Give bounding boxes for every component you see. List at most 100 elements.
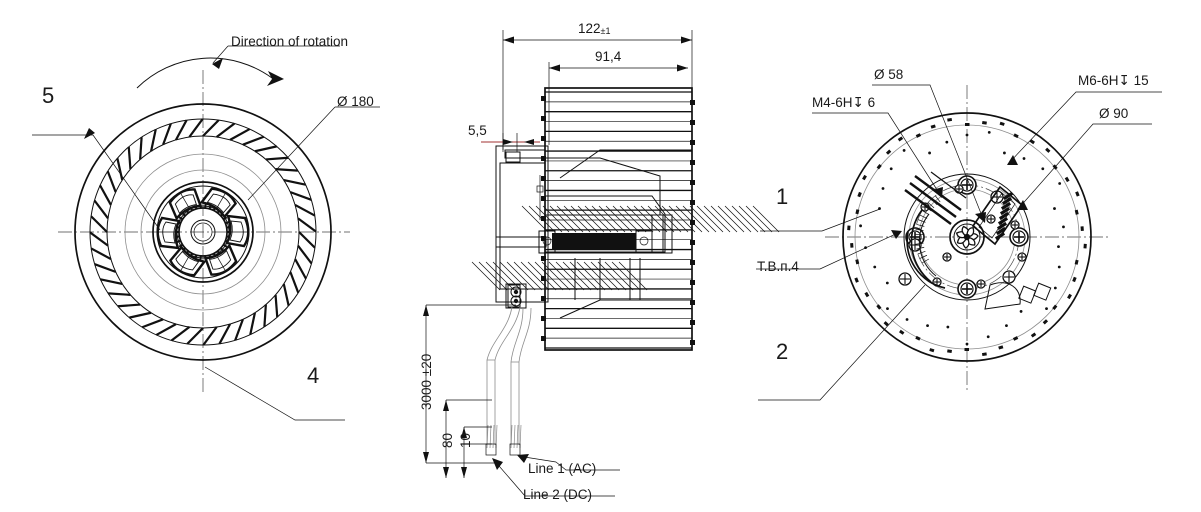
hatch-line: [661, 205, 689, 233]
magnet-band: [552, 233, 636, 249]
impeller-shroud-circle-inner: [140, 169, 266, 295]
dim-55-arrow-left: [503, 139, 513, 145]
impeller-blade: [249, 312, 256, 335]
fin-tab-left: [541, 256, 546, 261]
blade-dot: [945, 140, 949, 144]
connector-pin-group: [994, 191, 1014, 241]
impeller-blade: [155, 323, 177, 336]
label-bolt-circle-90: Ø 90: [1099, 106, 1129, 121]
view-left-impeller: [32, 45, 380, 421]
hatch-line: [611, 261, 641, 291]
impeller-blade: [150, 129, 157, 152]
label-outer-diameter-180: Ø 180: [337, 94, 374, 109]
blade-speckle: [929, 348, 935, 353]
impeller-blade: [282, 283, 290, 306]
hatch-line: [731, 205, 759, 233]
leader-d180-line: [247, 106, 336, 201]
hub-rib: [215, 191, 227, 210]
blade-speckle: [885, 149, 892, 155]
impeller-blade: [141, 318, 164, 329]
dim-122-arrow-left: [503, 36, 514, 44]
blade-dot: [1022, 157, 1026, 160]
leader-balloon-5-arrowhead: [84, 128, 95, 139]
impeller-blade: [297, 244, 313, 265]
impeller-blade: [274, 294, 279, 318]
hatch-line: [528, 205, 556, 233]
connector-pin: [994, 231, 1006, 241]
coil-tick: [927, 202, 935, 209]
blade-speckle: [1045, 147, 1051, 153]
end-cap: [651, 214, 673, 254]
dim-3000-arrow-top: [423, 305, 429, 316]
impeller-blade: [289, 271, 300, 294]
blade-speckle: [864, 291, 870, 298]
component-block-2: [1033, 282, 1052, 301]
stator-tooth: [178, 243, 184, 248]
dim-10-arrow-bottom: [461, 467, 467, 478]
hatch-line: [612, 205, 640, 233]
hatch-line: [548, 261, 578, 291]
hatch-line: [647, 205, 675, 233]
impeller-blade: [129, 311, 152, 319]
blade-dot: [987, 130, 991, 134]
stator-tooth: [222, 243, 228, 248]
blade-dot: [926, 324, 929, 328]
connector-pin: [996, 221, 1008, 231]
leader-rotation-arrowhead: [212, 58, 223, 69]
hatch-line: [541, 261, 571, 291]
hatch-line: [556, 205, 584, 233]
leader-d58-arrowhead: [975, 212, 986, 223]
blade-speckle: [1083, 243, 1087, 249]
hatch-line: [717, 205, 745, 233]
connector-pin: [995, 226, 1007, 236]
dim-914-arrow-right: [677, 64, 688, 72]
label-line-2-dc: Line 2 (DC): [523, 487, 593, 502]
impeller-blade: [188, 118, 204, 138]
coil-arc-inner: [918, 213, 937, 277]
blade-dot: [886, 307, 889, 310]
gland-ring-2: [510, 295, 522, 307]
hatch-line: [542, 205, 570, 233]
hatch-line: [689, 205, 717, 233]
hatch-line: [492, 261, 522, 291]
blade-dot: [946, 325, 950, 329]
blade-speckle: [1075, 191, 1080, 197]
hub-shaft-bore: [193, 222, 213, 242]
fin-tab-left: [541, 116, 546, 121]
gland-ring-1: [510, 286, 522, 298]
hatch-line: [569, 261, 599, 291]
label-tech-note-tbp4: T.B.п.4: [757, 259, 799, 274]
housing-boss: [507, 284, 521, 308]
coil-tick: [916, 224, 925, 227]
leader-line1: [555, 461, 620, 471]
fin-tab-right: [690, 100, 695, 105]
impeller-blade: [265, 156, 289, 161]
blade-speckle: [1012, 336, 1019, 341]
hatch-line: [745, 205, 773, 233]
leader-d90-arrowhead: [1017, 200, 1028, 210]
blade-speckle: [855, 209, 860, 215]
hub-vane-inner: [229, 220, 244, 243]
hub-rib: [179, 254, 191, 273]
blade-dot: [1041, 167, 1045, 171]
blade-speckle: [897, 136, 904, 142]
hub-vane: [168, 188, 203, 221]
screw-head: [536, 185, 544, 193]
stator-tooth: [222, 216, 228, 221]
capacitor-body: [984, 282, 1021, 310]
hatch-line: [577, 205, 605, 233]
blade-speckle: [1029, 139, 1035, 145]
blade-speckle: [1042, 319, 1049, 325]
dim-914-arrow-left: [549, 64, 560, 72]
impeller-blade: [90, 215, 108, 233]
hatch-line: [675, 205, 703, 233]
impeller-blade: [99, 184, 112, 206]
blade-speckle: [930, 124, 936, 129]
hatch-line: [626, 205, 654, 233]
drum-outline: [544, 87, 693, 351]
blade-speckle: [1067, 293, 1072, 300]
blade-speckle: [1072, 276, 1077, 283]
dim-80-arrow-bottom: [443, 467, 449, 478]
cable-gland: [505, 283, 527, 309]
